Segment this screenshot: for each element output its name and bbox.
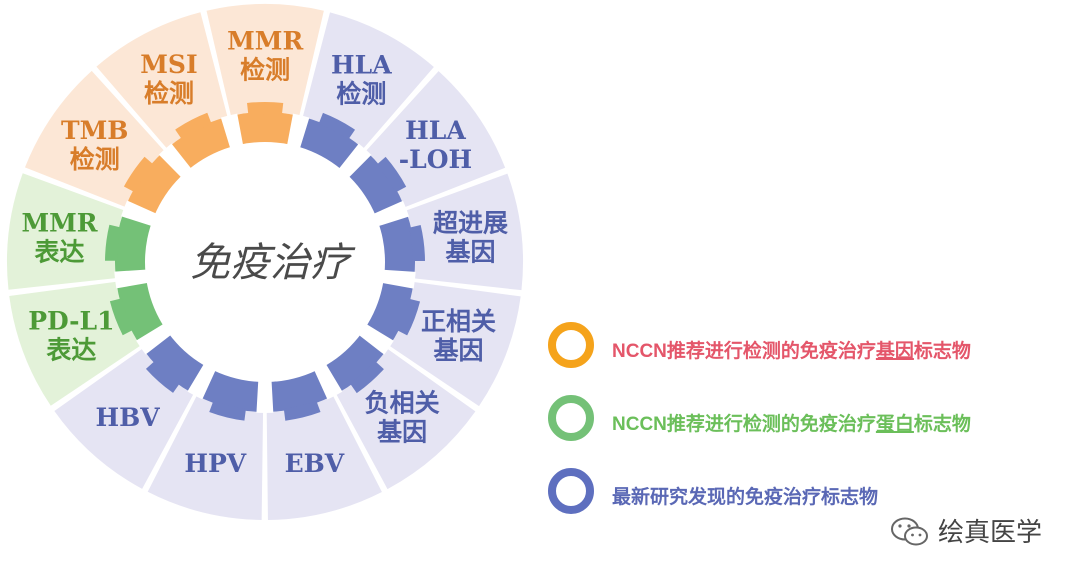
- segment-band: [266, 395, 382, 520]
- segment-label: HPV: [184, 449, 246, 478]
- ring-arc: [114, 211, 154, 277]
- center-title: 免疫治疗: [190, 240, 356, 286]
- wechat-icon: [891, 517, 928, 546]
- legend-text-new: 最新研究发现的免疫治疗标志物: [612, 487, 879, 508]
- segment-band: [336, 348, 476, 490]
- ring-notch: [355, 321, 394, 355]
- green-ring-icon: [548, 395, 594, 441]
- segment-band: [405, 173, 523, 291]
- segment-band: [24, 70, 165, 207]
- blue-ring-icon: [548, 468, 594, 514]
- segment-7: HPV: [147, 367, 264, 520]
- segment-label: EBV: [285, 449, 345, 478]
- gear-tooth: [109, 298, 134, 336]
- legend: NCCN推荐进行检测的免疫治疗基因标志物 NCCN推荐进行检测的免疫治疗蛋白标志…: [548, 322, 1068, 541]
- segment-band: [54, 348, 194, 489]
- segment-2: HLA-LOH: [345, 71, 506, 218]
- segment-band: [365, 71, 506, 208]
- ring-notch: [377, 269, 416, 289]
- ring-notch: [335, 143, 372, 182]
- ring-arc: [363, 278, 414, 345]
- segment-8: HBV: [54, 330, 208, 489]
- ring-notch: [187, 359, 218, 400]
- gear-tooth: [408, 224, 425, 262]
- ring-arc: [167, 117, 235, 172]
- segment-band: [389, 282, 521, 407]
- segment-3: 超进展基因: [376, 173, 523, 291]
- gear-tooth: [283, 400, 321, 421]
- ring-notch: [286, 113, 310, 154]
- gear-tooth: [318, 112, 356, 140]
- segment-4: 正相关基因: [363, 278, 521, 407]
- legend-item-protein: NCCN推荐进行检测的免疫治疗蛋白标志物: [548, 395, 1068, 449]
- gear-tooth: [105, 224, 122, 261]
- ring-arc: [345, 151, 405, 218]
- ring-arc: [232, 112, 298, 147]
- gear-tooth: [376, 156, 407, 193]
- segment-band: [9, 281, 141, 406]
- legend-text-protein: NCCN推荐进行检测的免疫治疗蛋白标志物: [612, 414, 971, 435]
- ring-arc: [143, 330, 208, 394]
- gear-tooth: [209, 400, 246, 421]
- segment-band: [147, 395, 264, 520]
- orange-ring-icon: [548, 322, 594, 368]
- segment-band: [302, 12, 434, 149]
- legend-text-gene: NCCN推荐进行检测的免疫治疗基因标志物: [612, 341, 971, 362]
- segment-band: [206, 4, 324, 116]
- ring-arc: [125, 151, 185, 218]
- segment-band: [7, 173, 125, 290]
- ring-notch: [136, 321, 175, 355]
- gear-tooth: [396, 298, 421, 336]
- ring-arc: [321, 331, 387, 394]
- segment-label: HLA-LOH: [399, 116, 472, 174]
- ring-arc: [116, 278, 167, 345]
- ring-notch: [369, 200, 409, 228]
- segment-label: 正相关基因: [421, 307, 496, 365]
- ring-notch: [121, 200, 161, 228]
- ring-arc: [295, 117, 363, 173]
- segment-label: 超进展基因: [433, 209, 508, 267]
- ring-arc: [376, 211, 416, 278]
- gear-tooth: [145, 360, 180, 393]
- ring-notch: [158, 143, 195, 181]
- segment-label: HBV: [96, 403, 161, 432]
- legend-item-gene: NCCN推荐进行检测的免疫治疗基因标志物: [548, 322, 1068, 376]
- segment-5: 负相关基因: [321, 331, 476, 490]
- ring-notch: [220, 113, 245, 153]
- segment-band: [96, 12, 228, 149]
- segment-label: 负相关基因: [365, 389, 440, 447]
- ring-notch: [114, 269, 153, 289]
- gear-tooth: [123, 156, 154, 193]
- ring-notch: [256, 375, 274, 413]
- hub: [145, 142, 385, 382]
- gear-tooth: [349, 361, 384, 394]
- gear-tooth: [175, 112, 212, 140]
- gear-tooth: [247, 102, 284, 115]
- watermark-text: 绘真医学: [938, 518, 1043, 548]
- ring-notch: [312, 359, 343, 400]
- legend-item-new: 最新研究发现的免疫治疗标志物: [548, 468, 1068, 522]
